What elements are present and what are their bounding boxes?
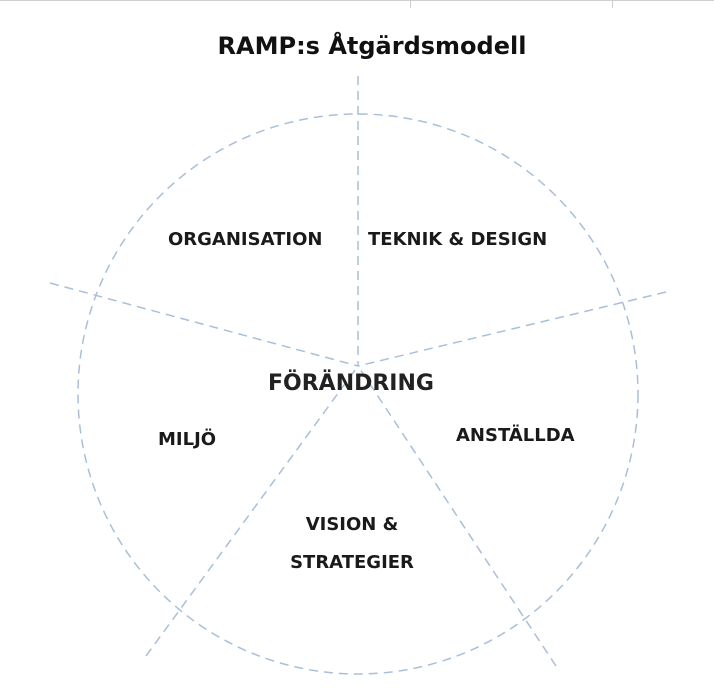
segment-vision-strategier-label: VISION & STRATEGIER [282,506,422,582]
segment-vision-line1: VISION & [305,514,399,535]
divider-right [357,291,667,367]
segment-vision-line2: STRATEGIER [290,552,414,573]
top-border-line [0,0,714,1]
diagram-title: RAMP:s Åtgärdsmodell [217,32,527,60]
segment-organisation-label: ORGANISATION [168,229,323,250]
divider-left [49,282,359,367]
center-forandring-label: FÖRÄNDRING [268,371,434,396]
segment-teknik-design-label: TEKNIK & DESIGN [368,229,548,250]
top-border-tick [612,0,613,8]
segment-miljo-label: MILJÖ [158,429,217,450]
segment-anstallda-label: ANSTÄLLDA [456,425,575,446]
top-border-tick [410,0,411,8]
outer-circle [77,113,639,675]
